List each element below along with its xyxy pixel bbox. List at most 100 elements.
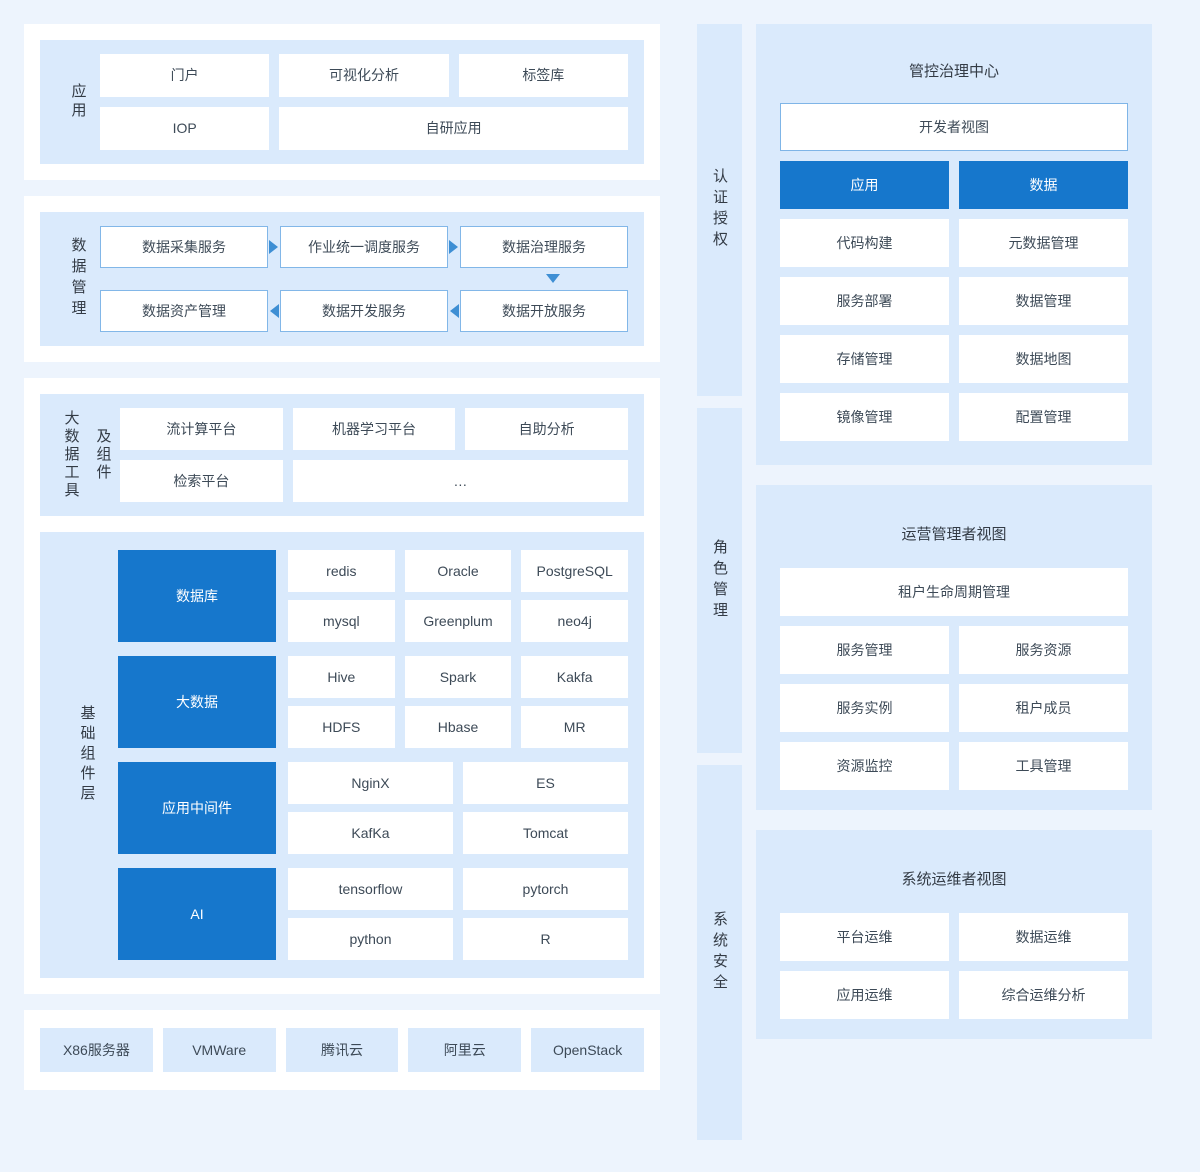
operations-view-title: 运营管理者视图: [901, 526, 1007, 543]
platform-card: 大数据工具 及组件 流计算平台 机器学习平台 自助分析 检索平台 … 基: [24, 378, 660, 994]
component-group-ai: AI tensorflow pytorch python R: [118, 868, 628, 960]
bigdata-tools-label-col1: 大数据工具: [62, 410, 80, 500]
component-kakfa[interactable]: Kakfa: [521, 656, 629, 698]
component-group-key[interactable]: 数据库: [118, 550, 276, 642]
component-group-key[interactable]: 大数据: [118, 656, 276, 748]
app-item-iop[interactable]: IOP: [100, 107, 270, 150]
bdt-item-more[interactable]: …: [292, 460, 628, 502]
infrastructure-components-panel: 基础组件层 数据库 redis Oracle PostgreSQL mysql: [40, 532, 644, 978]
app-item-portal[interactable]: 门户: [100, 54, 270, 97]
component-oracle[interactable]: Oracle: [404, 550, 512, 592]
component-nginx[interactable]: NginX: [288, 762, 453, 804]
infra-alibaba-cloud[interactable]: 阿里云: [408, 1028, 522, 1072]
bdt-item-stream-computing[interactable]: 流计算平台: [120, 408, 283, 450]
infra-tencent-cloud[interactable]: 腾讯云: [285, 1028, 399, 1072]
component-neo4j[interactable]: neo4j: [521, 600, 629, 642]
sidebar-role-management[interactable]: 角色管理: [697, 408, 742, 753]
component-group-key[interactable]: AI: [118, 868, 276, 960]
app-item-self-developed[interactable]: 自研应用: [279, 107, 628, 150]
bdt-item-machine-learning[interactable]: 机器学习平台: [292, 408, 456, 450]
dm-item-scheduling-service[interactable]: 作业统一调度服务: [280, 226, 448, 268]
component-python[interactable]: python: [288, 918, 453, 960]
governance-center-panel: 管控治理中心 开发者视图 应用 数据 代码构建 元数据管理 服务部署 数据管理: [756, 24, 1152, 465]
infrastructure-groups: 数据库 redis Oracle PostgreSQL mysql Greenp…: [118, 550, 629, 960]
operations-item-tool-management[interactable]: 工具管理: [959, 742, 1128, 790]
component-group-middleware: 应用中间件 NginX ES KafKa Tomcat: [118, 762, 628, 854]
dm-item-collection-service[interactable]: 数据采集服务: [100, 226, 268, 268]
governance-center-title: 管控治理中心: [908, 63, 999, 80]
sysops-item-comprehensive-ops-analysis[interactable]: 综合运维分析: [959, 971, 1128, 1019]
infra-vmware[interactable]: VMWare: [162, 1028, 276, 1072]
dm-item-development-service[interactable]: 数据开发服务: [280, 290, 448, 332]
governance-item-data[interactable]: 数据: [959, 161, 1128, 209]
bigdata-tools-row-1: 流计算平台 机器学习平台 自助分析: [120, 408, 629, 450]
component-r[interactable]: R: [463, 918, 628, 960]
sidebar-system-security[interactable]: 系统安全: [697, 765, 742, 1140]
data-management-layer-label: 数据管理: [69, 237, 87, 321]
operations-item-tenant-lifecycle[interactable]: 租户生命周期管理: [780, 568, 1128, 616]
component-items: Hive Spark Kakfa HDFS Hbase MR: [288, 656, 629, 748]
governance-item-metadata-management[interactable]: 元数据管理: [959, 219, 1128, 267]
component-mr[interactable]: MR: [521, 706, 629, 748]
app-item-visual-analysis[interactable]: 可视化分析: [279, 54, 449, 97]
governance-item-data-management[interactable]: 数据管理: [959, 277, 1128, 325]
component-postgresql[interactable]: PostgreSQL: [521, 550, 629, 592]
application-row-1: 门户 可视化分析 标签库: [100, 54, 628, 97]
dm-item-open-service[interactable]: 数据开放服务: [460, 290, 628, 332]
infra-openstack[interactable]: OpenStack: [531, 1028, 644, 1072]
left-column: 应用 门户 可视化分析 标签库 IOP 自研应用 数据管理: [24, 24, 660, 1090]
governance-item-service-deployment[interactable]: 服务部署: [780, 277, 949, 325]
operations-item-service-resource[interactable]: 服务资源: [959, 626, 1128, 674]
governance-row: 存储管理 数据地图: [780, 335, 1128, 383]
governance-item-application[interactable]: 应用: [780, 161, 949, 209]
component-es[interactable]: ES: [463, 762, 628, 804]
governance-grid: 开发者视图 应用 数据 代码构建 元数据管理 服务部署 数据管理 存储管理 数据…: [780, 103, 1128, 441]
component-greenplum[interactable]: Greenplum: [404, 600, 512, 642]
operations-item-tenant-member[interactable]: 租户成员: [959, 684, 1128, 732]
component-group-key[interactable]: 应用中间件: [118, 762, 276, 854]
operations-item-resource-monitoring[interactable]: 资源监控: [780, 742, 949, 790]
component-items: redis Oracle PostgreSQL mysql Greenplum …: [288, 550, 629, 642]
app-item-tag-library[interactable]: 标签库: [458, 54, 628, 97]
component-pytorch[interactable]: pytorch: [463, 868, 628, 910]
sysops-item-platform-ops[interactable]: 平台运维: [780, 913, 949, 961]
governance-developer-view[interactable]: 开发者视图: [780, 103, 1128, 151]
sysops-item-data-ops[interactable]: 数据运维: [959, 913, 1128, 961]
operations-row-tenant-lifecycle: 租户生命周期管理: [780, 568, 1128, 616]
bdt-item-search-platform[interactable]: 检索平台: [120, 460, 283, 502]
governance-item-image-management[interactable]: 镜像管理: [780, 393, 949, 441]
governance-item-code-build[interactable]: 代码构建: [780, 219, 949, 267]
operations-item-service-instance[interactable]: 服务实例: [780, 684, 949, 732]
component-hdfs[interactable]: HDFS: [288, 706, 395, 748]
governance-item-config-management[interactable]: 配置管理: [959, 393, 1128, 441]
dm-item-asset-management[interactable]: 数据资产管理: [100, 290, 268, 332]
component-row: KafKa Tomcat: [288, 812, 628, 854]
dm-item-governance-service[interactable]: 数据治理服务: [460, 226, 628, 268]
governance-row: 镜像管理 配置管理: [780, 393, 1128, 441]
sysops-item-application-ops[interactable]: 应用运维: [780, 971, 949, 1019]
application-panel: 应用 门户 可视化分析 标签库 IOP 自研应用: [40, 40, 644, 164]
component-redis[interactable]: redis: [288, 550, 395, 592]
arrow-right-icon: [269, 240, 279, 254]
cross-cutting-column: 认证授权 角色管理 系统安全: [684, 0, 756, 1172]
component-hive[interactable]: Hive: [288, 656, 395, 698]
component-tensorflow[interactable]: tensorflow: [288, 868, 453, 910]
arrow-down-icon: [546, 274, 560, 283]
component-tomcat[interactable]: Tomcat: [463, 812, 628, 854]
data-management-card: 数据管理 数据采集服务 作业统一调度服务 数据治理服务 数据资产管理: [24, 196, 660, 362]
component-hbase[interactable]: Hbase: [404, 706, 512, 748]
sidebar-auth-authorization[interactable]: 认证授权: [697, 24, 742, 396]
infra-x86-server[interactable]: X86服务器: [40, 1028, 153, 1072]
component-spark[interactable]: Spark: [404, 656, 512, 698]
sidebar-security-label: 系统安全: [711, 910, 728, 995]
component-row: HDFS Hbase MR: [288, 706, 629, 748]
data-management-panel: 数据管理 数据采集服务 作业统一调度服务 数据治理服务 数据资产管理: [40, 212, 644, 346]
component-row: Hive Spark Kakfa: [288, 656, 629, 698]
sidebar-role-label: 角色管理: [711, 538, 728, 623]
component-kafka[interactable]: KafKa: [288, 812, 453, 854]
component-mysql[interactable]: mysql: [288, 600, 395, 642]
governance-item-storage-management[interactable]: 存储管理: [780, 335, 949, 383]
bdt-item-self-service-analysis[interactable]: 自助分析: [465, 408, 629, 450]
governance-item-data-map[interactable]: 数据地图: [959, 335, 1128, 383]
operations-item-service-management[interactable]: 服务管理: [780, 626, 949, 674]
